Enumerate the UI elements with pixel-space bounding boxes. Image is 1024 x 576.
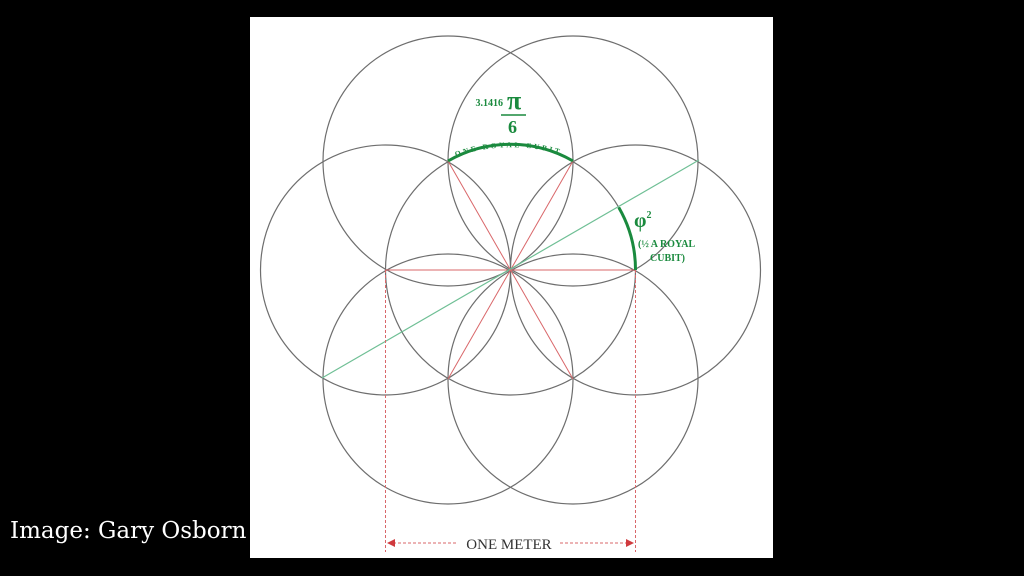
royal-cubit-arc [447,142,574,163]
image-credit: Image: Gary Osborn [10,518,247,544]
one-meter-label: ONE METER [466,537,551,553]
pi-coefficient: 3.1416 [476,98,504,109]
green-diagonal [321,159,700,379]
half-cubit-line1: (½ A ROYAL [638,239,695,250]
meter-guides [385,270,636,552]
pi-symbol: π [507,86,521,115]
half-cubit-line2: CUBIT) [650,253,685,264]
red-radii [385,160,636,380]
phi-label: φ2 [634,210,651,232]
half-cubit-arc [617,206,638,271]
denominator: 6 [508,117,517,137]
diagram-panel: 3.1416 π 6 ONE ROYAL CUBIT φ2 (½ A ROYAL… [250,17,773,558]
one-royal-cubit-label: ONE ROYAL CUBIT [454,140,564,158]
seed-of-life-diagram: 3.1416 π 6 ONE ROYAL CUBIT φ2 (½ A ROYAL… [259,35,762,553]
